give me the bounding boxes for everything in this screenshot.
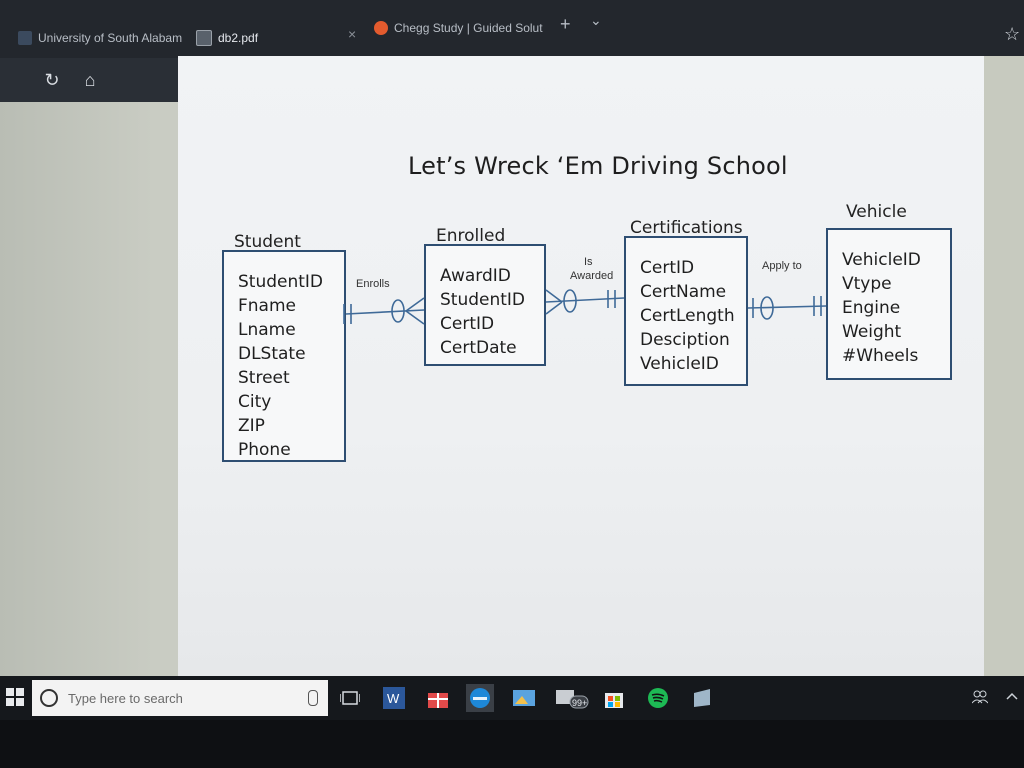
attribute: ZIP — [238, 416, 265, 436]
university-favicon-icon — [18, 31, 32, 45]
cortana-circle-icon — [40, 689, 58, 707]
attribute: City — [238, 392, 272, 412]
relationship-label-awarded: Awarded — [570, 270, 614, 282]
attribute: Engine — [842, 298, 901, 318]
attribute: AwardID — [440, 266, 511, 286]
tab-menu-chevron-icon[interactable]: ⌄ — [590, 12, 602, 28]
attribute: Phone — [238, 440, 291, 460]
attribute: CertID — [640, 258, 695, 278]
attribute: CertDate — [440, 338, 517, 358]
page-margin — [984, 56, 1024, 676]
relationship-label-is: Is — [584, 256, 593, 268]
store-badge-icon[interactable]: 99+ — [554, 684, 590, 712]
entity-student: StudentID Fname Lname DLState Street Cit… — [222, 250, 346, 462]
connector-line — [345, 309, 425, 315]
tab-university[interactable]: University of South Alabam — [18, 24, 182, 52]
close-tab-icon[interactable]: × — [348, 26, 357, 42]
connector-line — [545, 297, 625, 303]
browser-tab-bar: University of South Alabam db2.pdf × Che… — [0, 0, 1024, 58]
new-tab-button[interactable]: + — [560, 14, 571, 34]
crow-foot — [545, 289, 563, 303]
relationship-label-apply-to: Apply to — [762, 260, 802, 272]
attribute: Vtype — [842, 274, 892, 294]
attribute: VehicleID — [640, 354, 719, 374]
favorite-star-icon[interactable]: ☆ — [1004, 24, 1021, 44]
screen-bezel — [0, 720, 1024, 768]
entity-enrolled: AwardID StudentID CertID CertDate — [424, 244, 546, 366]
people-icon[interactable] — [971, 690, 989, 707]
attribute: VehicleID — [842, 250, 921, 270]
attribute: StudentID — [238, 272, 324, 292]
tab-label: University of South Alabam — [38, 31, 183, 45]
entity-vehicle: VehicleID Vtype Engine Weight #Wheels — [826, 228, 952, 380]
attribute: StudentID — [440, 290, 526, 310]
attribute: Fname — [238, 296, 296, 316]
bag-icon[interactable] — [600, 684, 628, 712]
gift-icon[interactable] — [424, 684, 452, 712]
attribute: CertLength — [640, 306, 735, 326]
tab-db2-pdf[interactable]: db2.pdf — [196, 24, 258, 52]
word-icon[interactable]: W — [380, 684, 408, 712]
pdf-viewport: Let’s Wreck ‘Em Driving School Student E… — [0, 56, 1024, 676]
attribute: Lname — [238, 320, 296, 340]
crow-foot — [405, 310, 425, 325]
notification-badge-count: 99+ — [572, 698, 587, 708]
tab-label: Chegg Study | Guided Solut — [394, 21, 543, 35]
windows-start-icon[interactable] — [6, 688, 24, 706]
attribute: Weight — [842, 322, 902, 342]
entity-title-vehicle: Vehicle — [846, 202, 907, 222]
pdf-icon — [196, 30, 212, 46]
zero-circle — [563, 289, 577, 313]
taskbar-search-box[interactable]: Type here to search — [32, 680, 328, 716]
entity-title-certifications: Certifications — [630, 218, 743, 238]
relationship-label-enrolls: Enrolls — [356, 278, 390, 290]
crow-foot — [405, 297, 425, 312]
crow-foot — [545, 301, 563, 315]
microphone-icon[interactable] — [308, 690, 318, 706]
tab-label: db2.pdf — [218, 31, 259, 45]
diagram-title: Let’s Wreck ‘Em Driving School — [408, 152, 788, 180]
entity-certifications: CertID CertName CertLength Desciption Ve… — [624, 236, 748, 386]
chegg-favicon-icon — [374, 21, 388, 35]
attribute: CertName — [640, 282, 727, 302]
edge-icon[interactable] — [466, 684, 494, 712]
windows-taskbar: Type here to search W 99+ — [0, 676, 1024, 720]
svg-text:W: W — [387, 691, 400, 706]
photos-icon[interactable] — [510, 684, 538, 712]
zero-circle — [391, 299, 405, 323]
chevron-up-icon[interactable] — [1006, 690, 1018, 704]
attribute: #Wheels — [842, 346, 919, 366]
task-view-icon[interactable] — [336, 684, 364, 712]
app-icon[interactable] — [688, 684, 716, 712]
entity-title-student: Student — [234, 232, 301, 252]
tab-chegg[interactable]: Chegg Study | Guided Solut — [374, 14, 543, 42]
attribute: Desciption — [640, 330, 730, 350]
entity-title-enrolled: Enrolled — [436, 226, 506, 246]
attribute: CertID — [440, 314, 495, 334]
attribute: DLState — [238, 344, 306, 364]
relationship-connectors — [343, 289, 827, 325]
refresh-icon[interactable]: ↻ — [44, 70, 60, 90]
search-placeholder: Type here to search — [68, 690, 183, 706]
pdf-page: Let’s Wreck ‘Em Driving School Student E… — [178, 56, 984, 676]
spotify-icon[interactable] — [644, 684, 672, 712]
home-icon[interactable]: ⌂ — [84, 70, 96, 90]
attribute: Street — [238, 368, 290, 388]
zero-circle — [760, 296, 774, 320]
